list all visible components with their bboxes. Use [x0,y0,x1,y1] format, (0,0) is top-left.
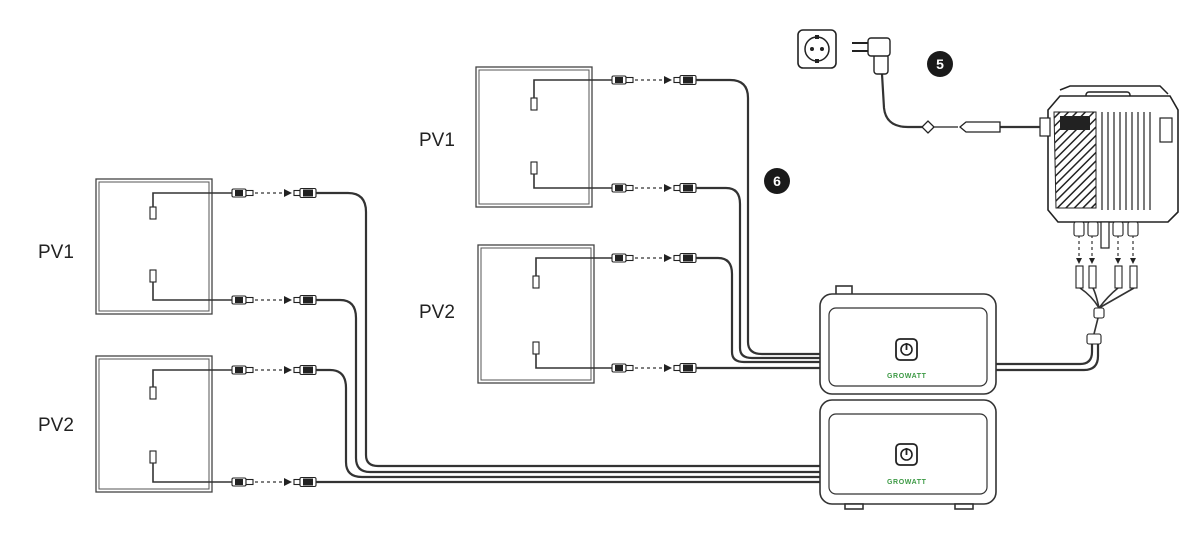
mid-pv1-label: PV1 [419,130,455,151]
mid-pv1-panel [475,66,612,208]
lower-battery-unit: GROWATT [819,399,997,510]
upper-battery-brand: GROWATT [887,373,927,380]
mid-pv2-panel [477,244,612,384]
left-pv1-label: PV1 [38,242,74,263]
step-6-number: 6 [773,173,781,189]
step-5-number: 5 [936,56,944,72]
power-button-icon[interactable] [895,443,918,466]
left-pv2-label: PV2 [38,415,74,436]
step-badge-6: 6 [764,168,790,194]
step-badge-5: 5 [927,51,953,77]
ac-cable [880,73,1040,134]
left-pv-cables [316,191,823,484]
mid-pv2-label: PV2 [419,302,455,323]
left-pv1-panel [95,178,232,315]
microinverter-icon [1039,85,1179,249]
mid-pv-cables [696,78,823,370]
ac-plug-icon [852,37,891,75]
lower-battery-brand: GROWATT [887,479,927,486]
upper-battery-unit: GROWATT [819,285,997,395]
wall-socket-icon [797,29,837,69]
battery-to-inverter-cable [996,236,1138,372]
left-pv2-panel [95,355,232,493]
power-button-icon[interactable] [895,338,918,361]
mc4-connector-icon [231,74,697,488]
